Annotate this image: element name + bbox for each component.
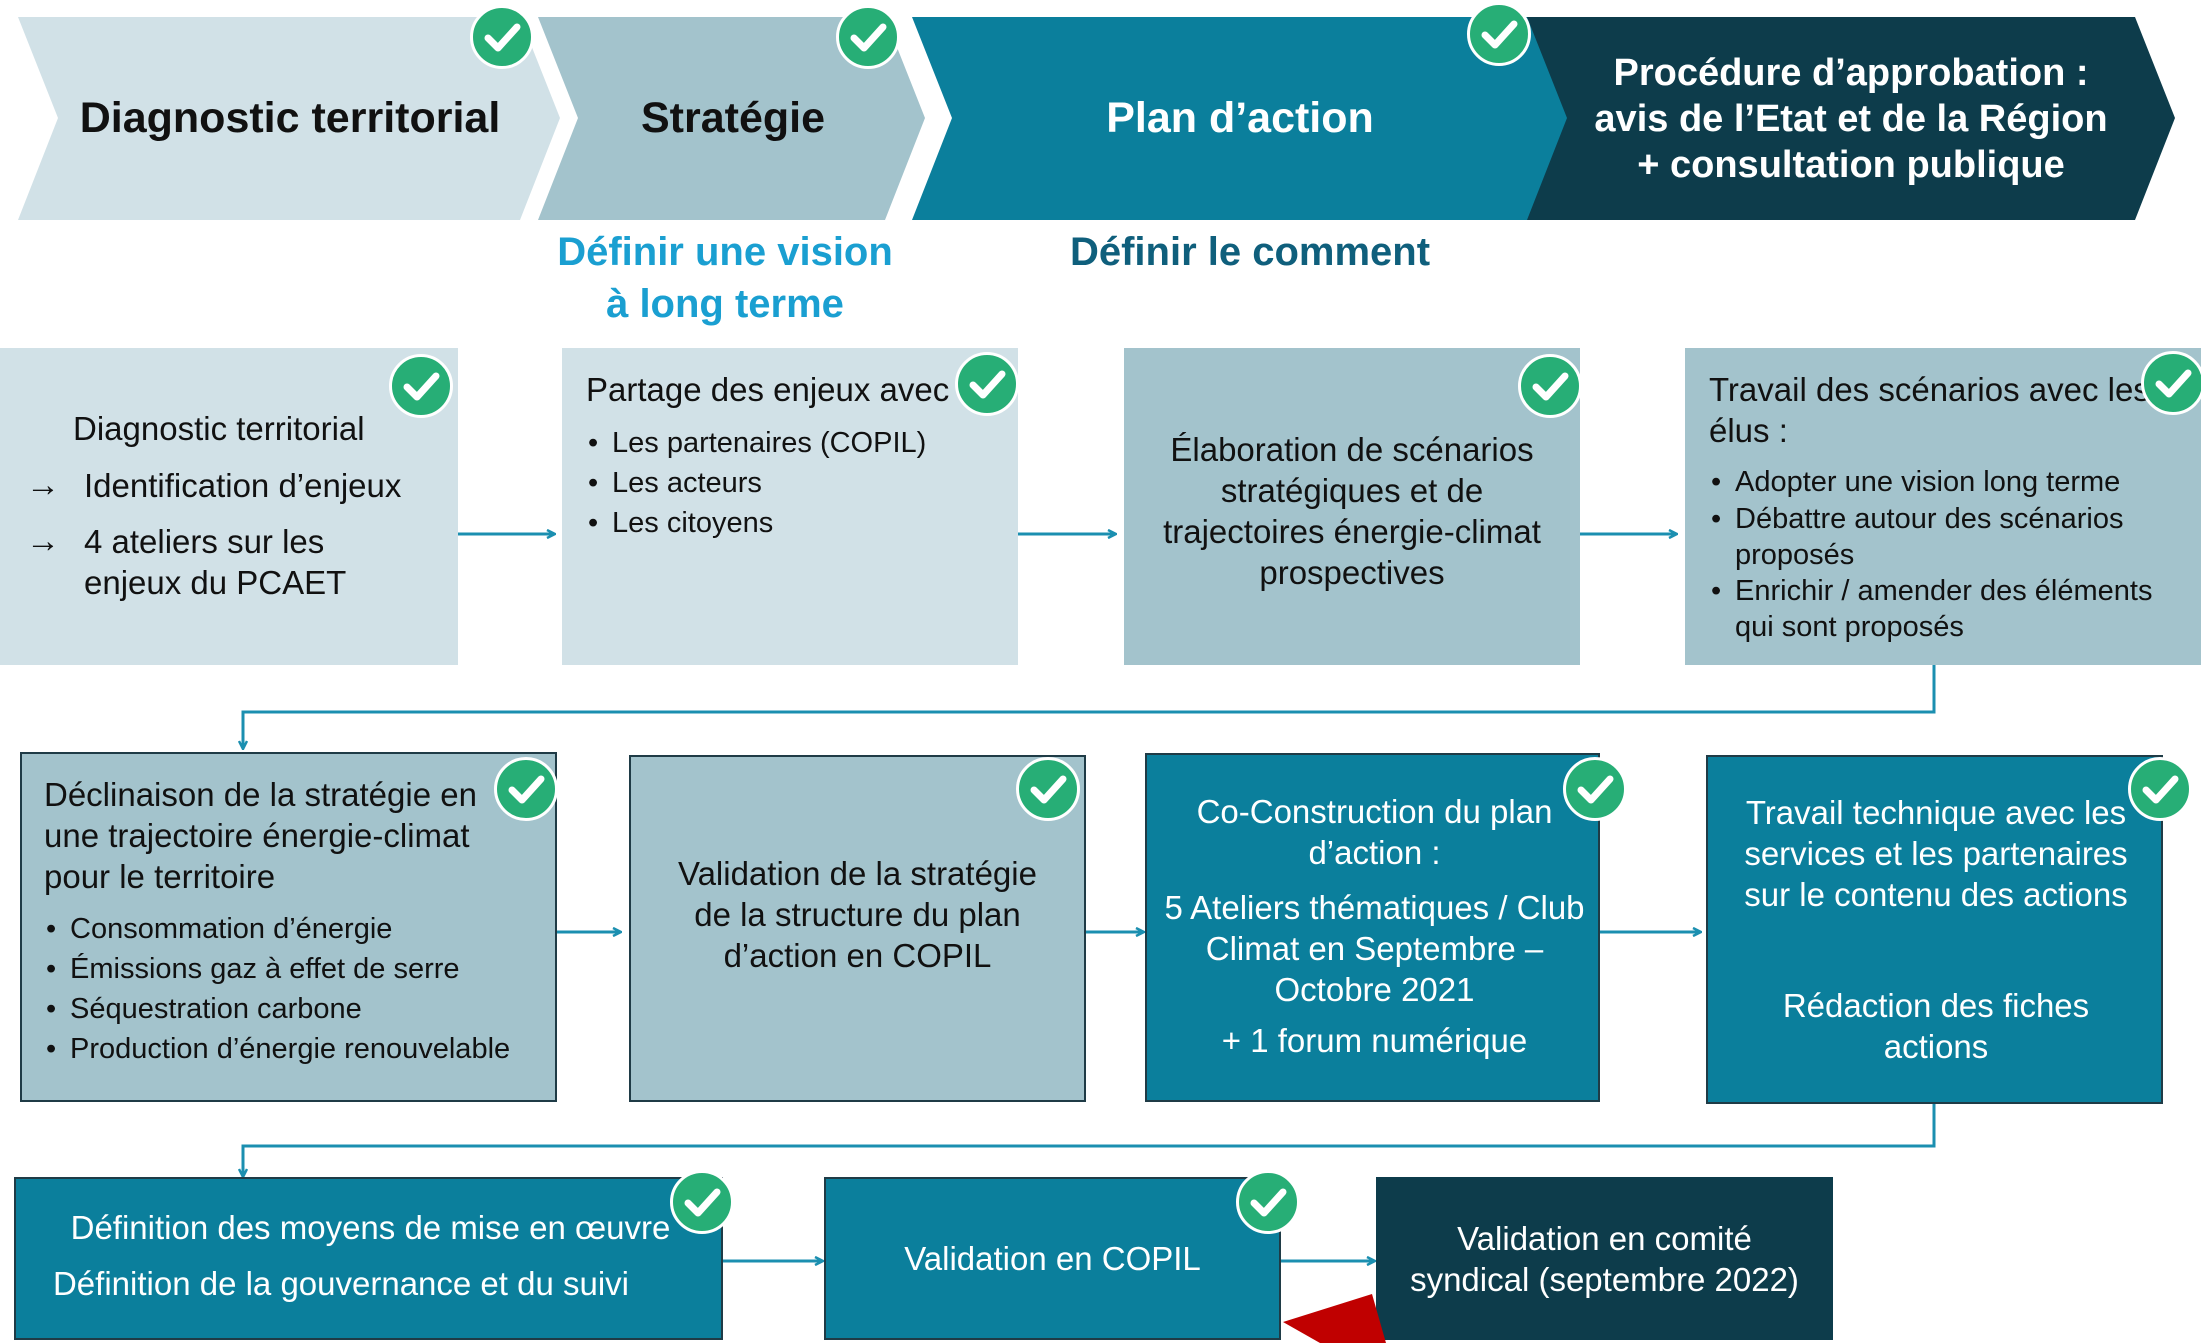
step-elaboration-scenarios: Élaboration de scénarios stratégiques et… — [1124, 348, 1580, 665]
check-icon — [470, 5, 534, 69]
step-title: Partage des enjeux avec — [586, 371, 950, 408]
list-item: Enrichir / amender des éléments qui sont… — [1711, 573, 2181, 645]
connector-row2-to-row3 — [243, 1104, 1936, 1176]
step-validation-comite: Validation en comité syndical (septembre… — [1376, 1177, 1833, 1340]
step-partage-enjeux: Partage des enjeux avec Les partenaires … — [562, 348, 1018, 665]
arrow-right-icon: → — [26, 466, 60, 504]
check-icon — [2141, 351, 2201, 415]
phase-label-approbation: Procédure d’approbation : avis de l’Etat… — [1594, 51, 2108, 186]
check-icon — [1518, 354, 1582, 418]
subtitle-strategy: Définir une vision à long terme — [557, 230, 893, 326]
list-item: Émissions gaz à effet de serre — [46, 949, 546, 989]
list-item: Consommation d’énergie — [46, 909, 546, 949]
check-icon — [836, 5, 900, 69]
check-icon — [1563, 757, 1627, 821]
step-title: Déclinaison de la stratégie en une traje… — [44, 776, 477, 895]
step-title: Diagnostic territorial — [73, 410, 365, 447]
list-item: Débattre autour des scénarios proposés — [1711, 501, 2181, 573]
list-item: Les partenaires (COPIL) — [588, 423, 1008, 463]
check-icon — [1016, 757, 1080, 821]
step-definition-moyens: Définition des moyens de mise en œuvre D… — [14, 1177, 723, 1340]
list-item: Séquestration carbone — [46, 989, 546, 1029]
connector-row1-to-row2 — [243, 665, 1936, 748]
step-validation-copil: Validation en COPIL — [824, 1177, 1281, 1340]
list-item: → 4 ateliers sur les enjeux du PCAET — [26, 522, 347, 601]
bullet-list: Les partenaires (COPIL) Les acteurs Les … — [588, 423, 1008, 543]
check-icon — [955, 352, 1019, 416]
phase-label-plan: Plan d’action — [1106, 94, 1374, 142]
phase-label-strategie: Stratégie — [640, 94, 825, 142]
check-icon — [389, 354, 453, 418]
step-co-construction: Co-Construction du plan d’action : 5 Ate… — [1145, 753, 1600, 1102]
list-item: Les citoyens — [588, 503, 1008, 543]
bullet-list: Adopter une vision long terme Débattre a… — [1711, 463, 2181, 645]
step-travail-technique: Travail technique avec les services et l… — [1706, 755, 2163, 1104]
list-item: Les acteurs — [588, 463, 1008, 503]
step-title: Co-Construction du plan d’action : — [1196, 793, 1553, 871]
step-travail-scenarios: Travail des scénarios avec les élus : Ad… — [1685, 348, 2201, 665]
check-icon — [2128, 757, 2192, 821]
check-icon — [1236, 1170, 1300, 1234]
step-title: Travail des scénarios avec les élus : — [1709, 371, 2150, 449]
step-diagnostic-territorial: Diagnostic territorial → Identification … — [0, 348, 458, 665]
list-item: → Identification d’enjeux — [26, 466, 402, 504]
arrow-right-icon: → — [26, 522, 60, 560]
list-item: Adopter une vision long terme — [1711, 463, 2181, 501]
bullet-list: Consommation d’énergie Émissions gaz à e… — [46, 909, 546, 1069]
check-icon — [494, 757, 558, 821]
check-icon — [1467, 2, 1531, 66]
step-declinaison-strategie: Déclinaison de la stratégie en une traje… — [20, 752, 557, 1102]
check-icon — [670, 1170, 734, 1234]
phase-label-diagnostic: Diagnostic territorial — [79, 94, 501, 142]
list-item: Production d’énergie renouvelable — [46, 1029, 546, 1069]
subtitle-plan: Définir le comment — [1069, 230, 1431, 274]
step-validation-strategie: Validation de la stratégie de la structu… — [629, 755, 1086, 1102]
